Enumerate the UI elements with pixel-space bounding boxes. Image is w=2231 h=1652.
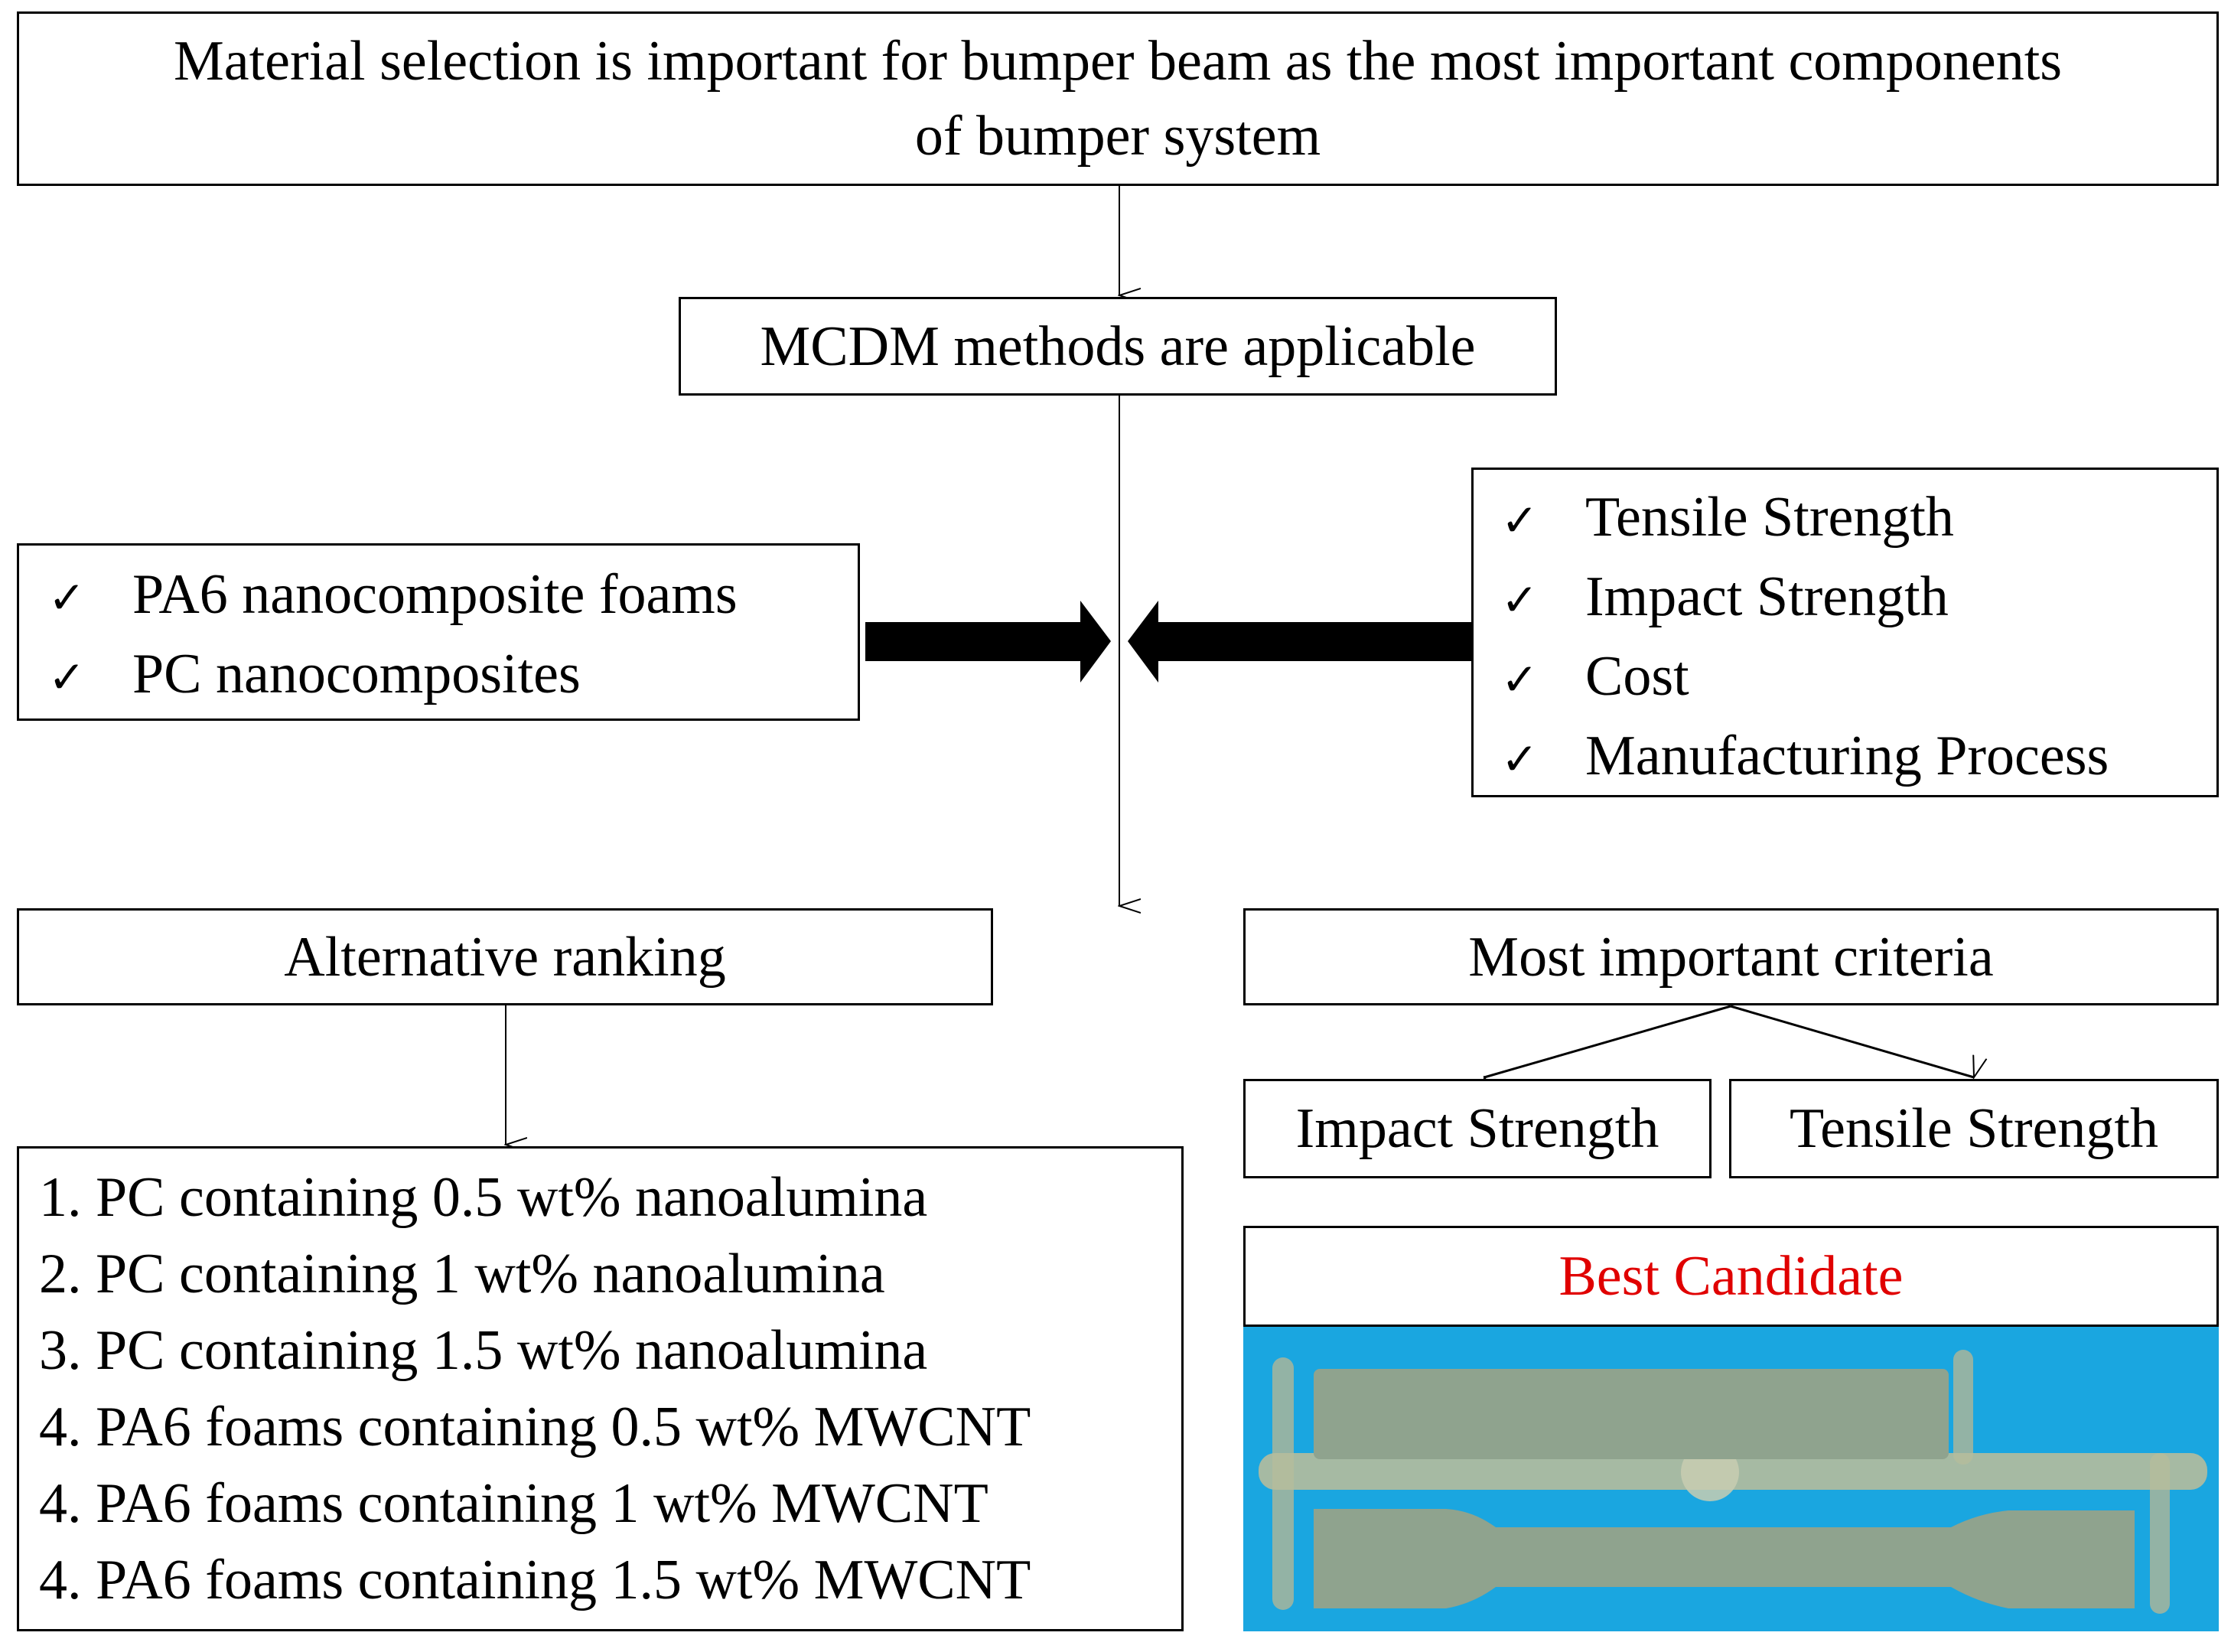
most-important-criteria-box: Most important criteria (1243, 908, 2219, 1005)
criteria-item: ✓ Impact Strength (1501, 559, 2109, 638)
problem-statement-box: Material selection is important for bump… (17, 11, 2219, 186)
tensile-strength-box: Tensile Strength (1729, 1079, 2219, 1178)
mcdm-box: MCDM methods are applicable (679, 297, 1557, 396)
impact-specimen (1314, 1369, 1949, 1459)
alternative-ranking-box: Alternative ranking (17, 908, 993, 1005)
ranking-item: 4. PA6 foams containing 1 wt% MWCNT (39, 1472, 988, 1535)
ranking-item: 4. PA6 foams containing 0.5 wt% MWCNT (39, 1396, 1031, 1458)
ranking-item: 1. PC containing 0.5 wt% nanoalumina (39, 1166, 928, 1229)
sprue-right-upper (1953, 1350, 1973, 1465)
criteria-item: ✓ Manufacturing Process (1501, 718, 2109, 797)
alternative-ranking-title: Alternative ranking (284, 925, 726, 989)
tensile-strength-label: Tensile Strength (1790, 1097, 2158, 1160)
ranking-item: 4. PA6 foams containing 1.5 wt% MWCNT (39, 1549, 1031, 1611)
alternative-item: ✓ PA6 nanocomposite foams (48, 556, 738, 636)
impact-strength-box: Impact Strength (1243, 1079, 1712, 1178)
sprue-right-lower (2150, 1453, 2170, 1614)
ranking-item: 2. PC containing 1 wt% nanoalumina (39, 1243, 885, 1305)
ranking-item: 3. PC containing 1.5 wt% nanoalumina (39, 1319, 928, 1382)
check-icon: ✓ (1501, 494, 1539, 546)
arrow-criteria-to-impact (1484, 1005, 1731, 1077)
tensile-specimen (1314, 1509, 2135, 1608)
check-icon: ✓ (1501, 574, 1539, 626)
check-icon: ✓ (48, 651, 86, 703)
ranking-list-box: 1. PC containing 0.5 wt% nanoalumina 2. … (17, 1146, 1184, 1631)
block-arrow-right (865, 601, 1111, 683)
alternative-item: ✓ PC nanocomposites (48, 636, 738, 715)
criteria-item: ✓ Tensile Strength (1501, 479, 2109, 559)
specimen-photo (1243, 1327, 2219, 1631)
check-icon: ✓ (1501, 653, 1539, 705)
impact-strength-label: Impact Strength (1295, 1097, 1659, 1160)
best-candidate-box: Best Candidate (1243, 1226, 2219, 1327)
check-icon: ✓ (1501, 733, 1539, 785)
mcdm-label: MCDM methods are applicable (760, 314, 1476, 378)
criteria-box: ✓ Tensile Strength ✓ Impact Strength ✓ C… (1471, 468, 2219, 797)
problem-statement-line2: of bumper system (914, 105, 1321, 168)
specimen-illustration (1243, 1327, 2219, 1631)
best-candidate-title: Best Candidate (1558, 1245, 1904, 1308)
alternatives-box: ✓ PA6 nanocomposite foams ✓ PC nanocompo… (17, 543, 860, 721)
problem-statement-line1: Material selection is important for bump… (173, 30, 2063, 93)
check-icon: ✓ (48, 572, 86, 624)
arrow-criteria-to-tensile (1730, 1005, 1974, 1077)
criteria-item: ✓ Cost (1501, 638, 2109, 718)
block-arrow-left (1128, 601, 1477, 683)
most-important-criteria-title: Most important criteria (1468, 925, 1994, 989)
